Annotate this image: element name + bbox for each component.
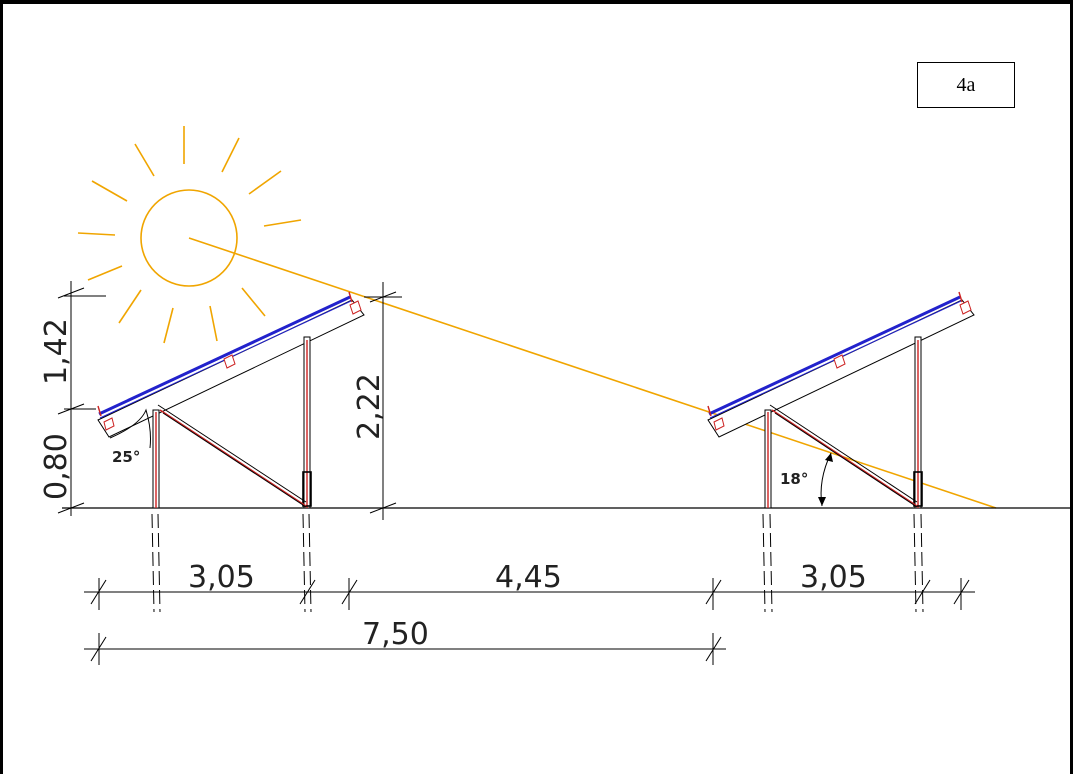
left-lower-height-label: 0,80 (39, 433, 74, 500)
left-diagonal-brace (157, 404, 307, 503)
panel-tilt-label: 25° (112, 448, 140, 466)
gap-height-label: 2,22 (352, 373, 387, 440)
right-row-depth-label: 3,05 (800, 560, 867, 595)
left-row-depth-label: 3,05 (188, 560, 255, 595)
left-solar-rack: 25° (97, 291, 365, 613)
right-panel-frame (707, 299, 975, 438)
right-diagonal-brace (769, 404, 918, 503)
right-panel-surface (708, 295, 961, 416)
figure-label: 4a (956, 73, 976, 96)
panel-tilt-arc (109, 408, 151, 449)
pitch-label: 7,50 (362, 617, 429, 652)
pitch-dimension-line (84, 633, 726, 665)
sun-ray-line (188, 237, 997, 509)
sun-icon (77, 126, 302, 344)
sun-elevation-label: 18° (780, 470, 808, 488)
row-depth-dimension-line (84, 578, 975, 610)
row-spacing-label: 4,45 (495, 560, 562, 595)
left-panel-frame (97, 299, 365, 438)
left-upper-height-label: 1,42 (39, 318, 74, 385)
left-panel-surface (98, 295, 351, 416)
figure-label-box: 4a (917, 62, 1015, 108)
gap-height-dimension (364, 282, 402, 520)
left-height-dimension (57, 281, 106, 516)
right-solar-rack (707, 291, 975, 613)
